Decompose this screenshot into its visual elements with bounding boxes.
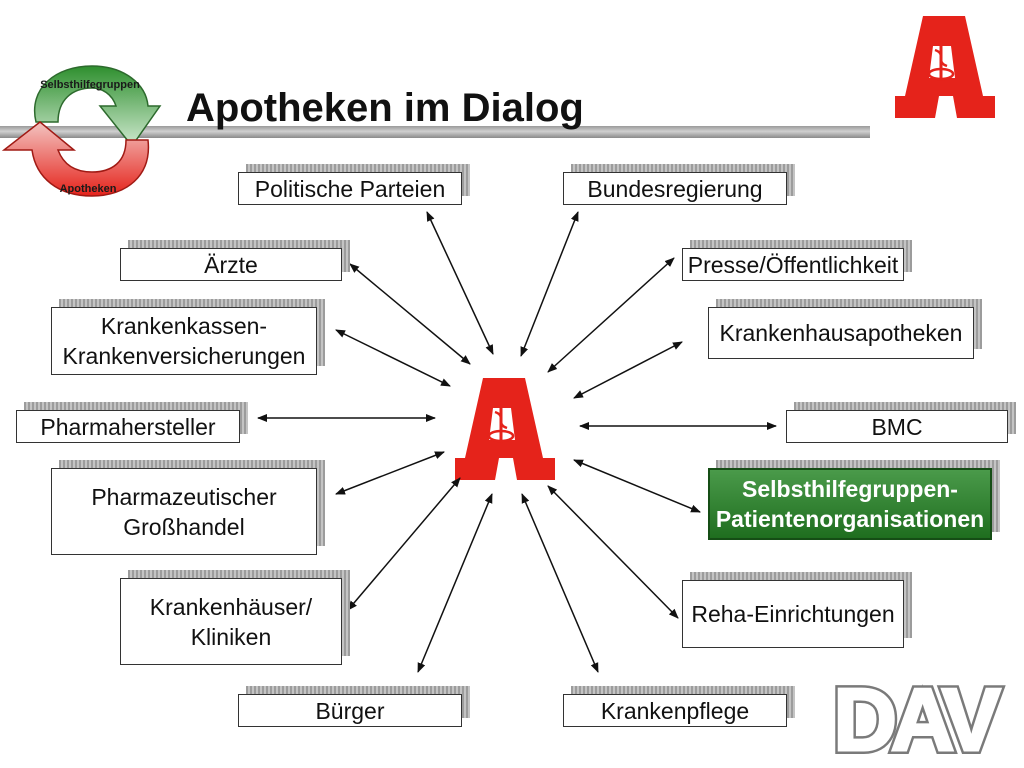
dav-logo-outline: DAV — [833, 676, 1001, 766]
arrow-pharma-grosshandel — [335, 451, 445, 495]
node-politische-parteien: Politische Parteien — [238, 172, 462, 205]
dav-logo: DAV DAV — [829, 676, 1011, 766]
dav-logo-fill: DAV — [833, 676, 1001, 766]
arrow-krankenkassen — [335, 329, 451, 387]
node-krankenhausapotheken: Krankenhausapotheken — [708, 307, 974, 359]
cycle-top-label: Selbsthilfegruppen — [40, 79, 140, 91]
node-aerzte: Ärzte — [120, 248, 342, 281]
arrow-bundesregierung — [520, 211, 579, 357]
arrow-politische-parteien — [426, 211, 494, 355]
apotheke-a-center-icon — [455, 378, 555, 480]
arrow-reha — [547, 485, 679, 619]
node-presse: Presse/Öffentlichkeit — [682, 248, 904, 281]
arrow-krankenpflege — [521, 493, 599, 673]
node-pharmahersteller: Pharmahersteller — [16, 410, 240, 443]
node-bmc: BMC — [786, 410, 1008, 443]
node-krankenhaeuser: Krankenhäuser/ Kliniken — [120, 578, 342, 665]
cycle-bottom-label: Apotheken — [60, 183, 117, 195]
node-selbsthilfegruppen: Selbsthilfegruppen- Patientenorganisatio… — [708, 468, 992, 540]
title-rule — [0, 126, 870, 138]
node-reha: Reha-Einrichtungen — [682, 580, 904, 648]
cycle-logo: Selbsthilfegruppen Apotheken — [1, 65, 162, 197]
node-krankenpflege: Krankenpflege — [563, 694, 787, 727]
node-krankenkassen: Krankenkassen- Krankenversicherungen — [51, 307, 317, 375]
arrow-krankenhaeuser — [347, 477, 461, 611]
arrow-selbsthilfegruppen — [573, 459, 701, 513]
page-title: Apotheken im Dialog — [186, 86, 584, 130]
arrow-krankenhausapotheken — [573, 341, 683, 399]
arrow-aerzte — [349, 263, 471, 365]
node-pharma-grosshandel: Pharmazeutischer Großhandel — [51, 468, 317, 555]
arrow-presse — [547, 257, 675, 373]
node-buerger: Bürger — [238, 694, 462, 727]
arrow-buerger — [417, 493, 493, 673]
node-bundesregierung: Bundesregierung — [563, 172, 787, 205]
apotheke-a-icon — [895, 16, 995, 118]
